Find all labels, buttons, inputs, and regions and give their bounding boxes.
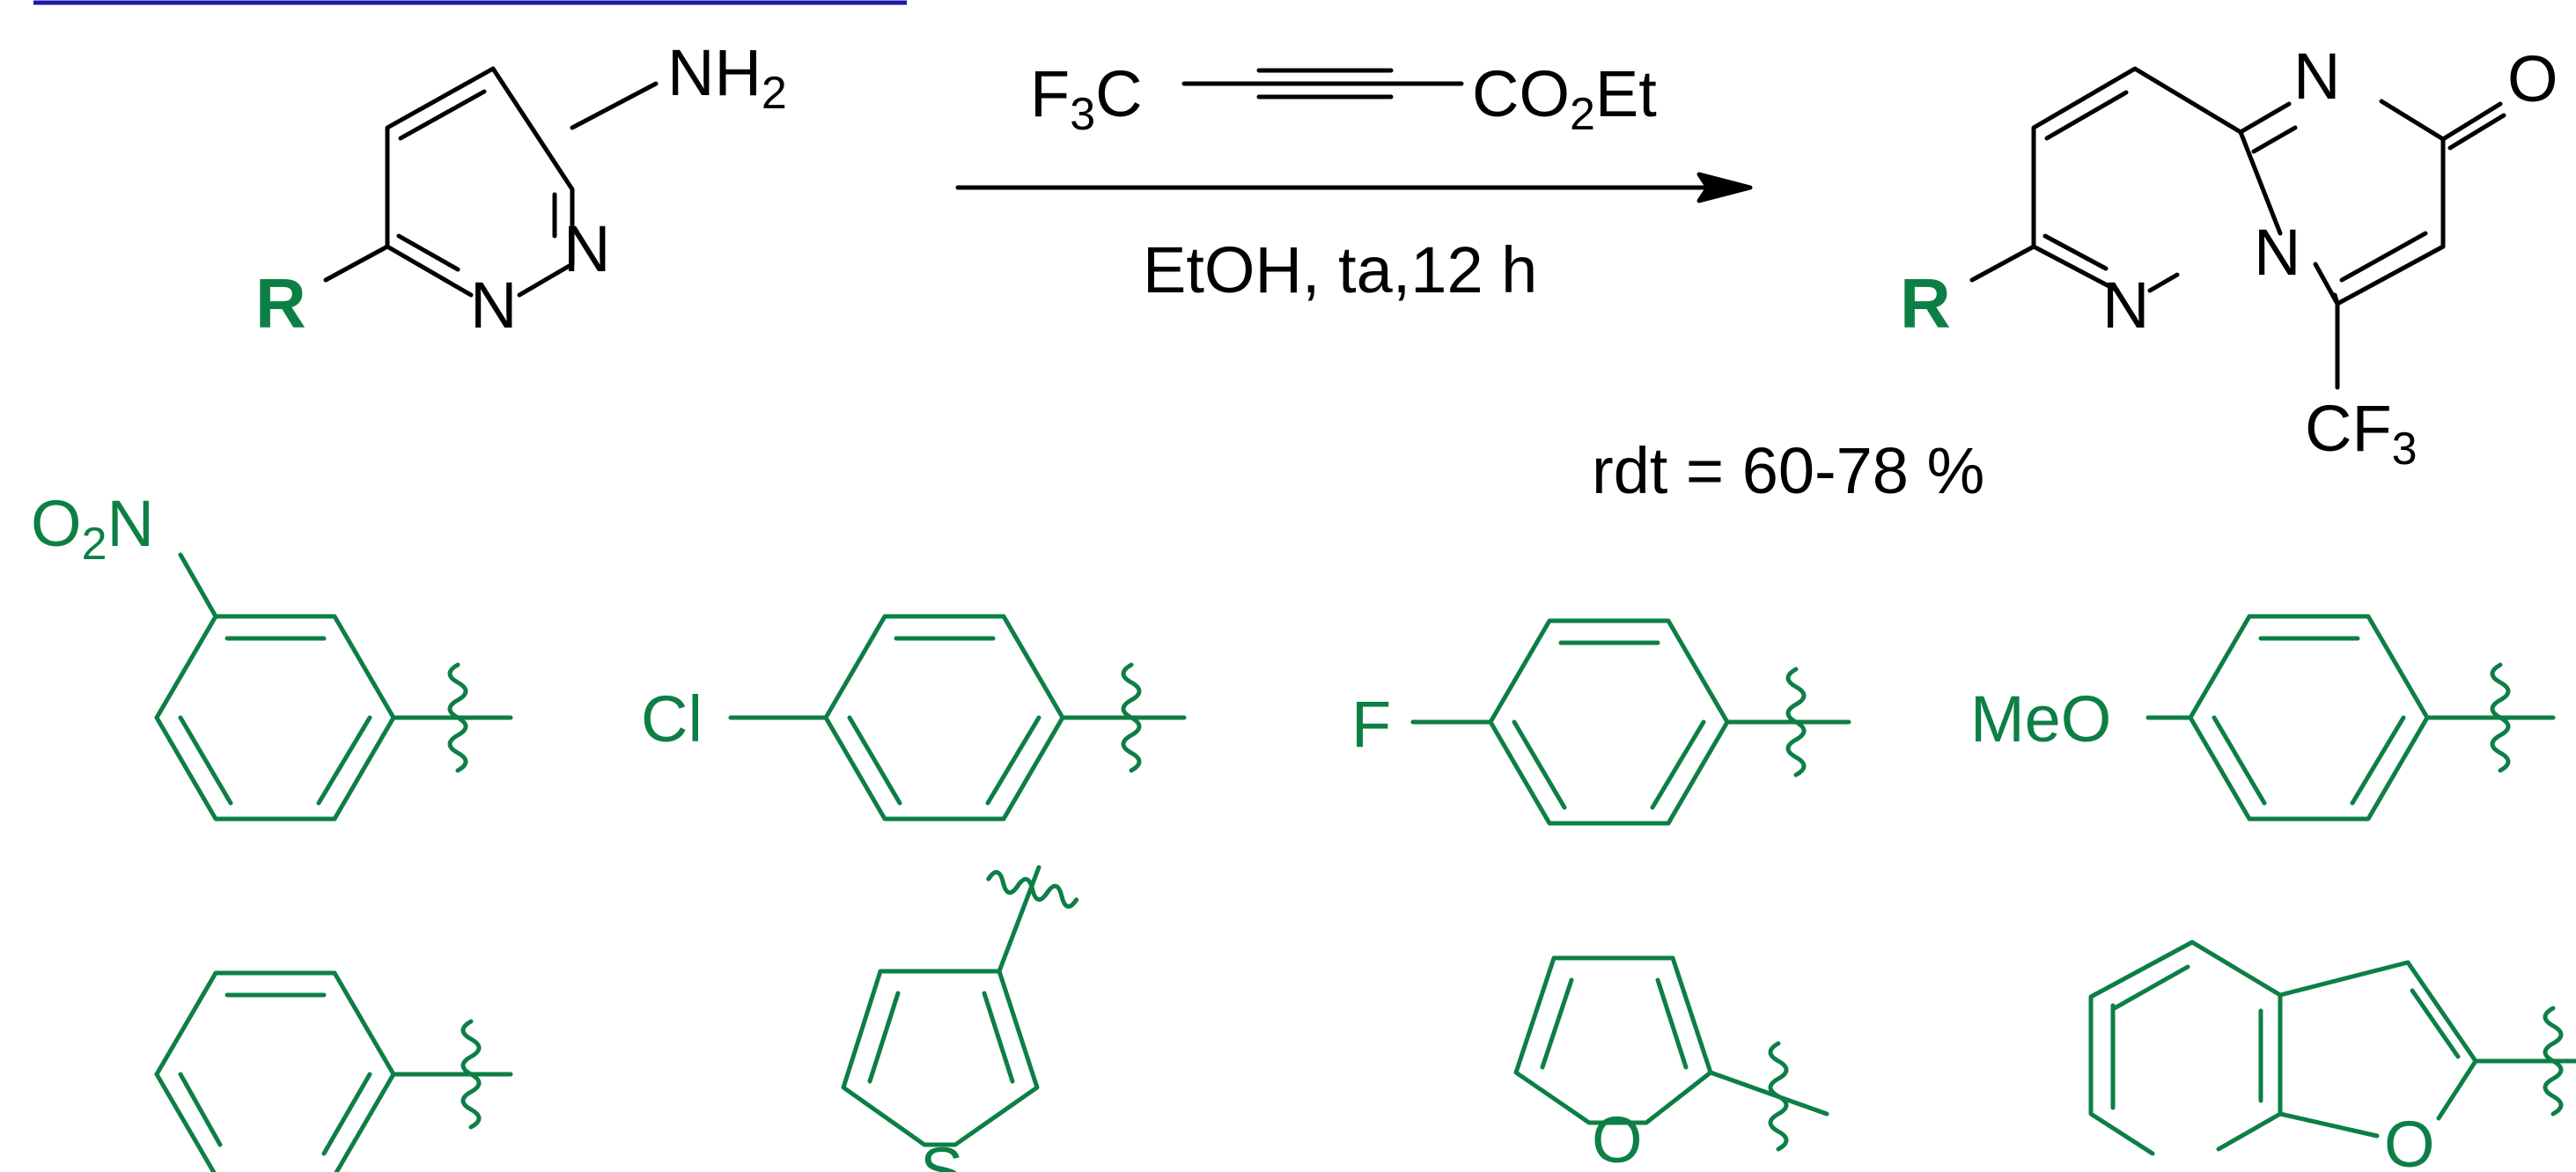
product-cf3-group: CF3 <box>2305 392 2418 475</box>
reactant-r-label: R <box>255 264 306 343</box>
substituent-phenyl <box>154 970 513 1172</box>
wavy-bond <box>1121 662 1142 773</box>
reaction-arrow-group: F3C CO2Et EtOH, ta,12 h rdt = 60-78 % <box>955 57 1984 507</box>
amine-group: NH2 <box>667 36 787 119</box>
wavy-bond <box>1785 667 1807 778</box>
product-nitrogen-low: N <box>2102 269 2149 342</box>
substituent-benzofuran-2-yl: O <box>2088 940 2576 1172</box>
substituent-4-chlorophenyl: Cl <box>641 614 1187 822</box>
benzofuran-oxygen: O <box>2384 1108 2435 1172</box>
thiophene-sulfur: S <box>920 1134 963 1172</box>
substituent-4-fluorophenyl: F <box>1351 618 1851 826</box>
product-nitrogen-top: N <box>2293 40 2340 113</box>
wavy-bond <box>460 1019 482 1130</box>
reagent-left: F3C <box>1030 57 1143 140</box>
reaction-conditions: EtOH, ta,12 h <box>1143 233 1537 306</box>
substituent-4-methoxyphenyl: MeO <box>1970 614 2556 822</box>
ring-nitrogen-2: N <box>470 269 517 342</box>
arrow-head <box>1696 172 1753 203</box>
substituent-thiophen-3-yl: S <box>841 865 1079 1172</box>
furan-oxygen: O <box>1592 1103 1643 1172</box>
product-oxo-oxygen: O <box>2507 42 2558 115</box>
wavy-bond <box>2543 1006 2564 1117</box>
reagent-right: CO2Et <box>1472 57 1657 140</box>
wavy-bond <box>447 662 468 773</box>
substituent-furan-2-yl: O <box>1513 955 1829 1172</box>
chloro-group: Cl <box>641 682 703 756</box>
product-core: N N N O CF3 <box>1969 40 2558 475</box>
wavy-bond <box>2490 662 2511 773</box>
yield-label: rdt = 60-78 % <box>1592 434 1984 507</box>
product-nitrogen-bridge: N <box>2254 216 2300 289</box>
reactant-pyridazine: NH2 N N <box>323 36 787 342</box>
fluoro-group: F <box>1351 688 1391 761</box>
methoxy-group: MeO <box>1970 682 2111 756</box>
product-r-label: R <box>1900 264 1951 343</box>
wavy-bond <box>1768 1041 1789 1152</box>
substituent-3-nitrophenyl: O2N <box>31 487 513 822</box>
wavy-bond <box>986 870 1079 909</box>
ring-nitrogen-1: N <box>563 212 610 285</box>
nitro-group: O2N <box>31 487 154 570</box>
